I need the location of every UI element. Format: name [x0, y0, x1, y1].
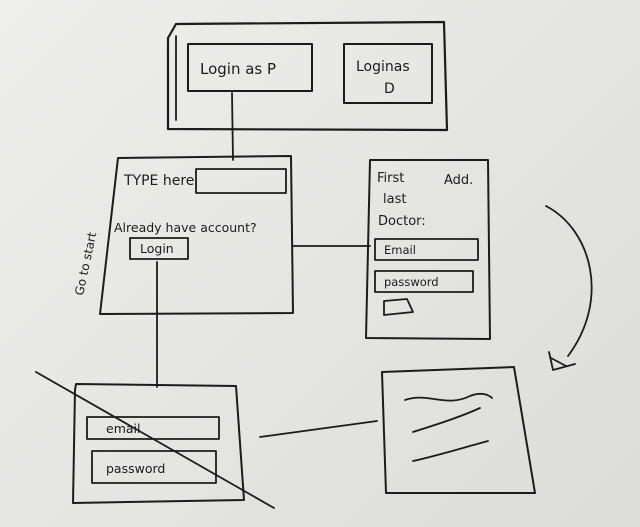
add-label: Add.: [444, 173, 473, 188]
doctor-form-frame: [365, 159, 491, 340]
cross-out-line: [35, 371, 275, 509]
doctor-email-field[interactable]: [374, 238, 479, 261]
login-button-label[interactable]: Login: [140, 241, 174, 256]
first-label: First: [377, 171, 404, 186]
login-form-box: email password: [35, 371, 275, 509]
login-as-p-box[interactable]: [187, 43, 313, 92]
content-squiggle-3: [412, 440, 489, 462]
login-as-d-box[interactable]: [343, 43, 433, 104]
doctor-submit-button[interactable]: [383, 298, 414, 316]
doctor-password-field[interactable]: [374, 270, 474, 293]
doctor-label: Doctor:: [378, 214, 426, 229]
curved-arrow-tick: [550, 357, 567, 367]
content-squiggle-2: [412, 407, 481, 433]
go-to-start-note: Go to start: [72, 231, 99, 297]
login-as-p-label: Login as P: [200, 60, 276, 78]
curved-arrow-head: [548, 351, 576, 371]
doctor-password-label: password: [384, 275, 439, 289]
connector-top-to-type: [231, 92, 234, 161]
type-box-frame: [99, 155, 294, 315]
content-box: [381, 366, 536, 494]
top-box: Login as P Loginas D: [166, 20, 449, 132]
login-password-label: password: [106, 461, 165, 476]
last-label: last: [383, 192, 406, 207]
login-button[interactable]: [129, 237, 189, 260]
doctor-form-box: First Add. last Doctor: Email password: [365, 159, 491, 340]
top-box-frame: [166, 20, 449, 132]
type-here-input[interactable]: [195, 168, 287, 194]
already-have-account-label: Already have account?: [114, 220, 257, 235]
login-form-frame: [72, 383, 245, 504]
login-as-d-label-2: D: [384, 81, 395, 97]
doctor-email-label: Email: [384, 243, 416, 257]
login-password-field[interactable]: [91, 450, 217, 484]
connector-login-to-content: [259, 420, 378, 438]
login-email-label: email: [106, 421, 140, 436]
curved-arrow-line: [545, 205, 593, 357]
content-box-frame: [381, 366, 536, 494]
login-as-d-label-1: Loginas: [356, 59, 410, 75]
type-here-label: TYPE here: [123, 173, 194, 189]
type-here-box: TYPE here Already have account? Login Go…: [72, 155, 294, 315]
content-squiggle-1: [404, 392, 493, 402]
